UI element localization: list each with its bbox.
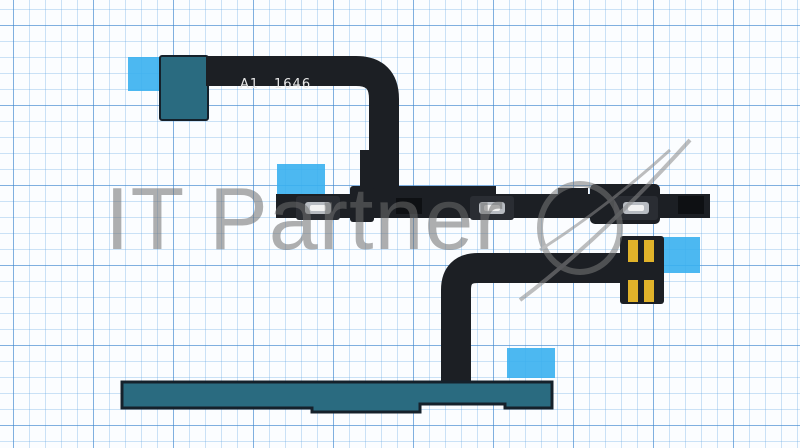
- contact-pad-2: [644, 240, 654, 262]
- contact-pad-1: [628, 240, 638, 262]
- button-3: [614, 196, 658, 220]
- stiffener-top: [159, 55, 209, 121]
- contact-pad-4: [644, 280, 654, 302]
- blue-pad-right: [660, 237, 700, 273]
- orbit-swoosh-logo: [518, 138, 692, 302]
- contact-pad-3: [628, 280, 638, 302]
- stiffener-bottom: [120, 380, 554, 414]
- watermark-text: IT Partner: [105, 169, 505, 268]
- button-1: [296, 196, 340, 220]
- cable-marking-1646: 1646: [274, 77, 312, 92]
- button-2: [470, 196, 514, 220]
- blue-pad-middle: [277, 164, 325, 198]
- blue-pad-bottom: [507, 348, 555, 378]
- cable-marking-a1: A1: [240, 77, 260, 92]
- contact-tab: [620, 236, 664, 304]
- lower-flex: [441, 253, 622, 384]
